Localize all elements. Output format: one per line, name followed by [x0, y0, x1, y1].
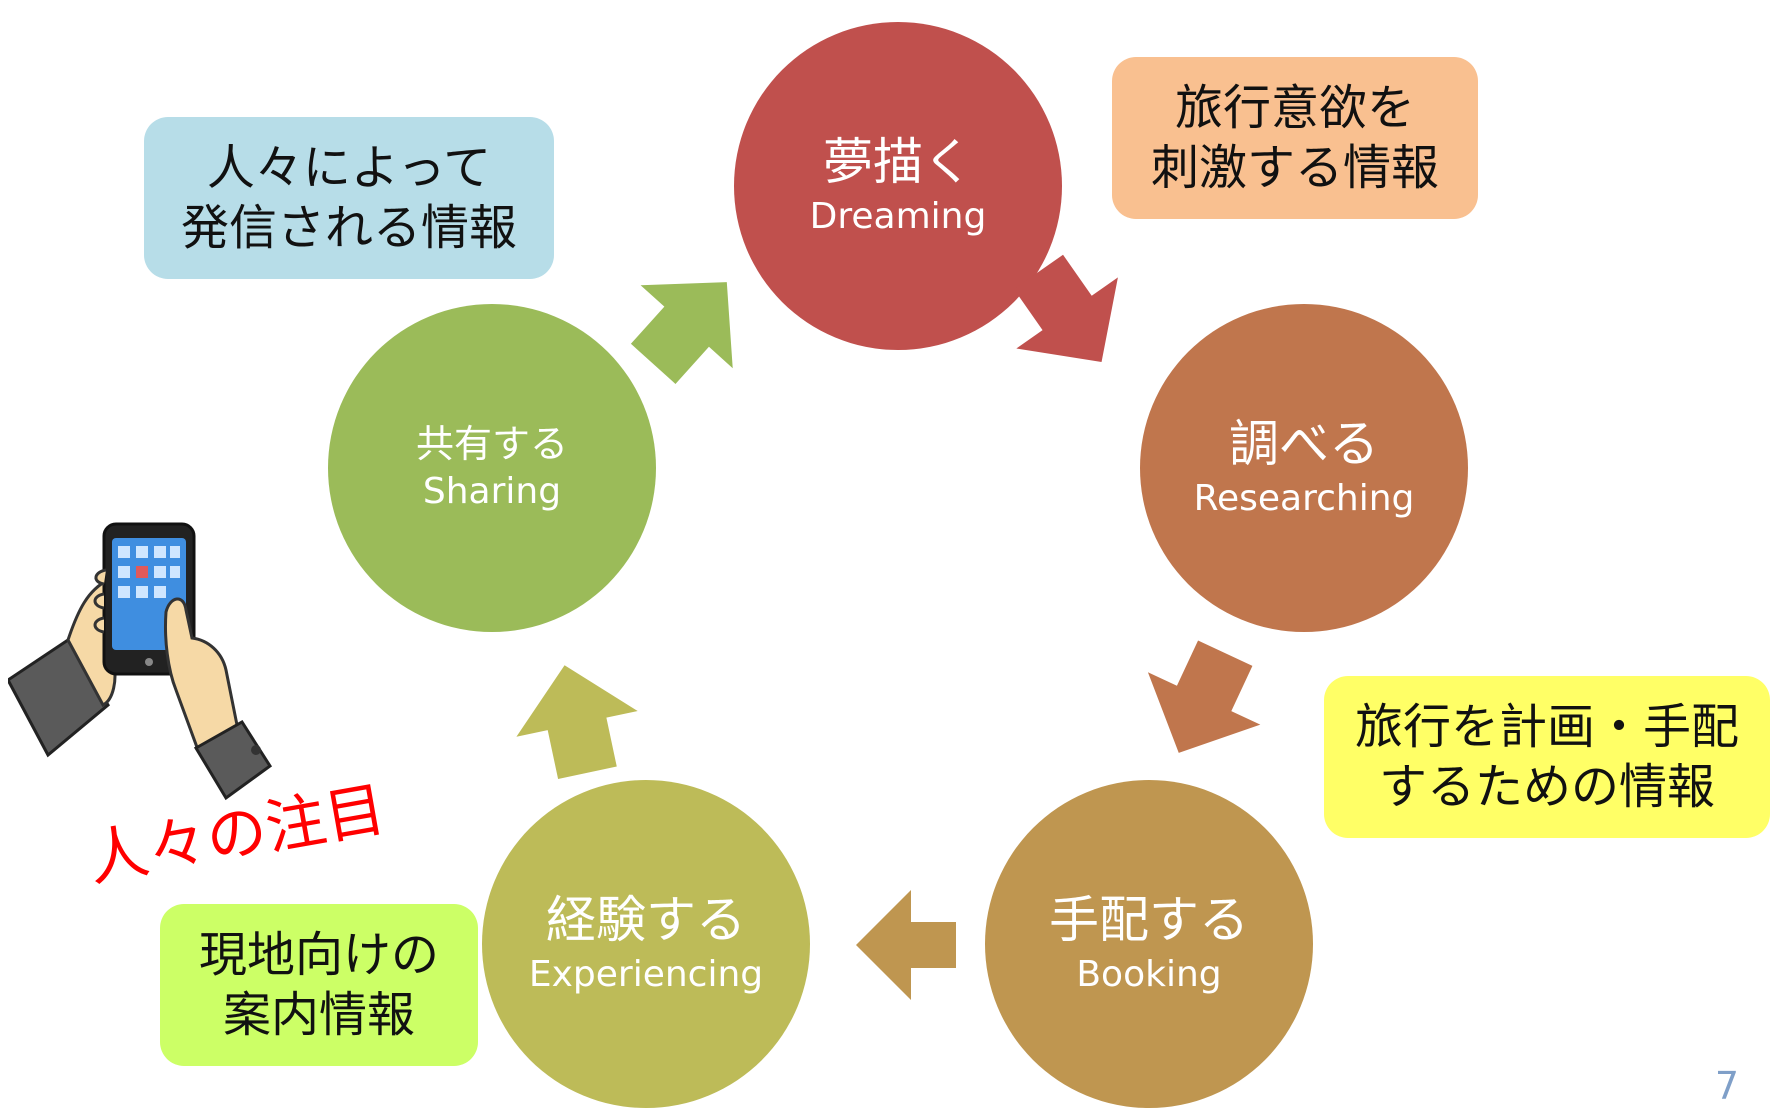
people-info-line2: 発信される情報 — [180, 200, 517, 256]
people-info-note: 人々によって 発信される情報 — [144, 117, 554, 279]
dreaming-en-label: Dreaming — [809, 196, 987, 238]
booking-en-label: Booking — [1076, 954, 1222, 996]
sharing-jp-label: 共有する — [415, 421, 568, 466]
experiencing-circle: 経験する Experiencing — [482, 780, 810, 1108]
researching-en-label: Researching — [1193, 478, 1415, 520]
arrow-dreaming-to-researching-icon — [1013, 254, 1118, 363]
researching-circle: 調べる Researching — [1140, 304, 1468, 632]
dreaming-circle: 夢描く Dreaming — [734, 22, 1062, 350]
local-info-note: 現地向けの 案内情報 — [160, 904, 478, 1066]
booking-circle: 手配する Booking — [985, 780, 1313, 1108]
dreaming-jp-label: 夢描く — [823, 132, 973, 191]
inspire-info-line2: 刺激する情報 — [1150, 140, 1439, 196]
inspire-info-note: 旅行意欲を 刺激する情報 — [1112, 57, 1478, 219]
sharing-en-label: Sharing — [422, 471, 562, 513]
people-info-line1: 人々によって — [206, 140, 492, 196]
page-number: 7 — [1714, 1064, 1739, 1108]
smartphone-in-hands-icon — [8, 522, 273, 801]
arrow-booking-to-experiencing-icon — [856, 890, 956, 1000]
researching-jp-label: 調べる — [1229, 414, 1379, 473]
booking-jp-label: 手配する — [1049, 890, 1249, 949]
experiencing-jp-label: 経験する — [546, 890, 746, 949]
plan-info-line1: 旅行を計画・手配 — [1354, 699, 1739, 755]
arrow-researching-to-booking-icon — [1147, 640, 1261, 753]
arrow-experiencing-to-sharing-icon — [516, 665, 638, 780]
local-info-line1: 現地向けの — [198, 927, 439, 983]
local-info-line2: 案内情報 — [222, 987, 415, 1043]
sharing-circle: 共有する Sharing — [328, 304, 656, 632]
plan-info-note: 旅行を計画・手配 するための情報 — [1324, 676, 1770, 838]
arrow-sharing-to-dreaming-icon — [630, 282, 733, 384]
experiencing-en-label: Experiencing — [528, 954, 764, 996]
plan-info-line2: するための情報 — [1378, 759, 1715, 815]
inspire-info-line1: 旅行意欲を — [1174, 80, 1415, 136]
